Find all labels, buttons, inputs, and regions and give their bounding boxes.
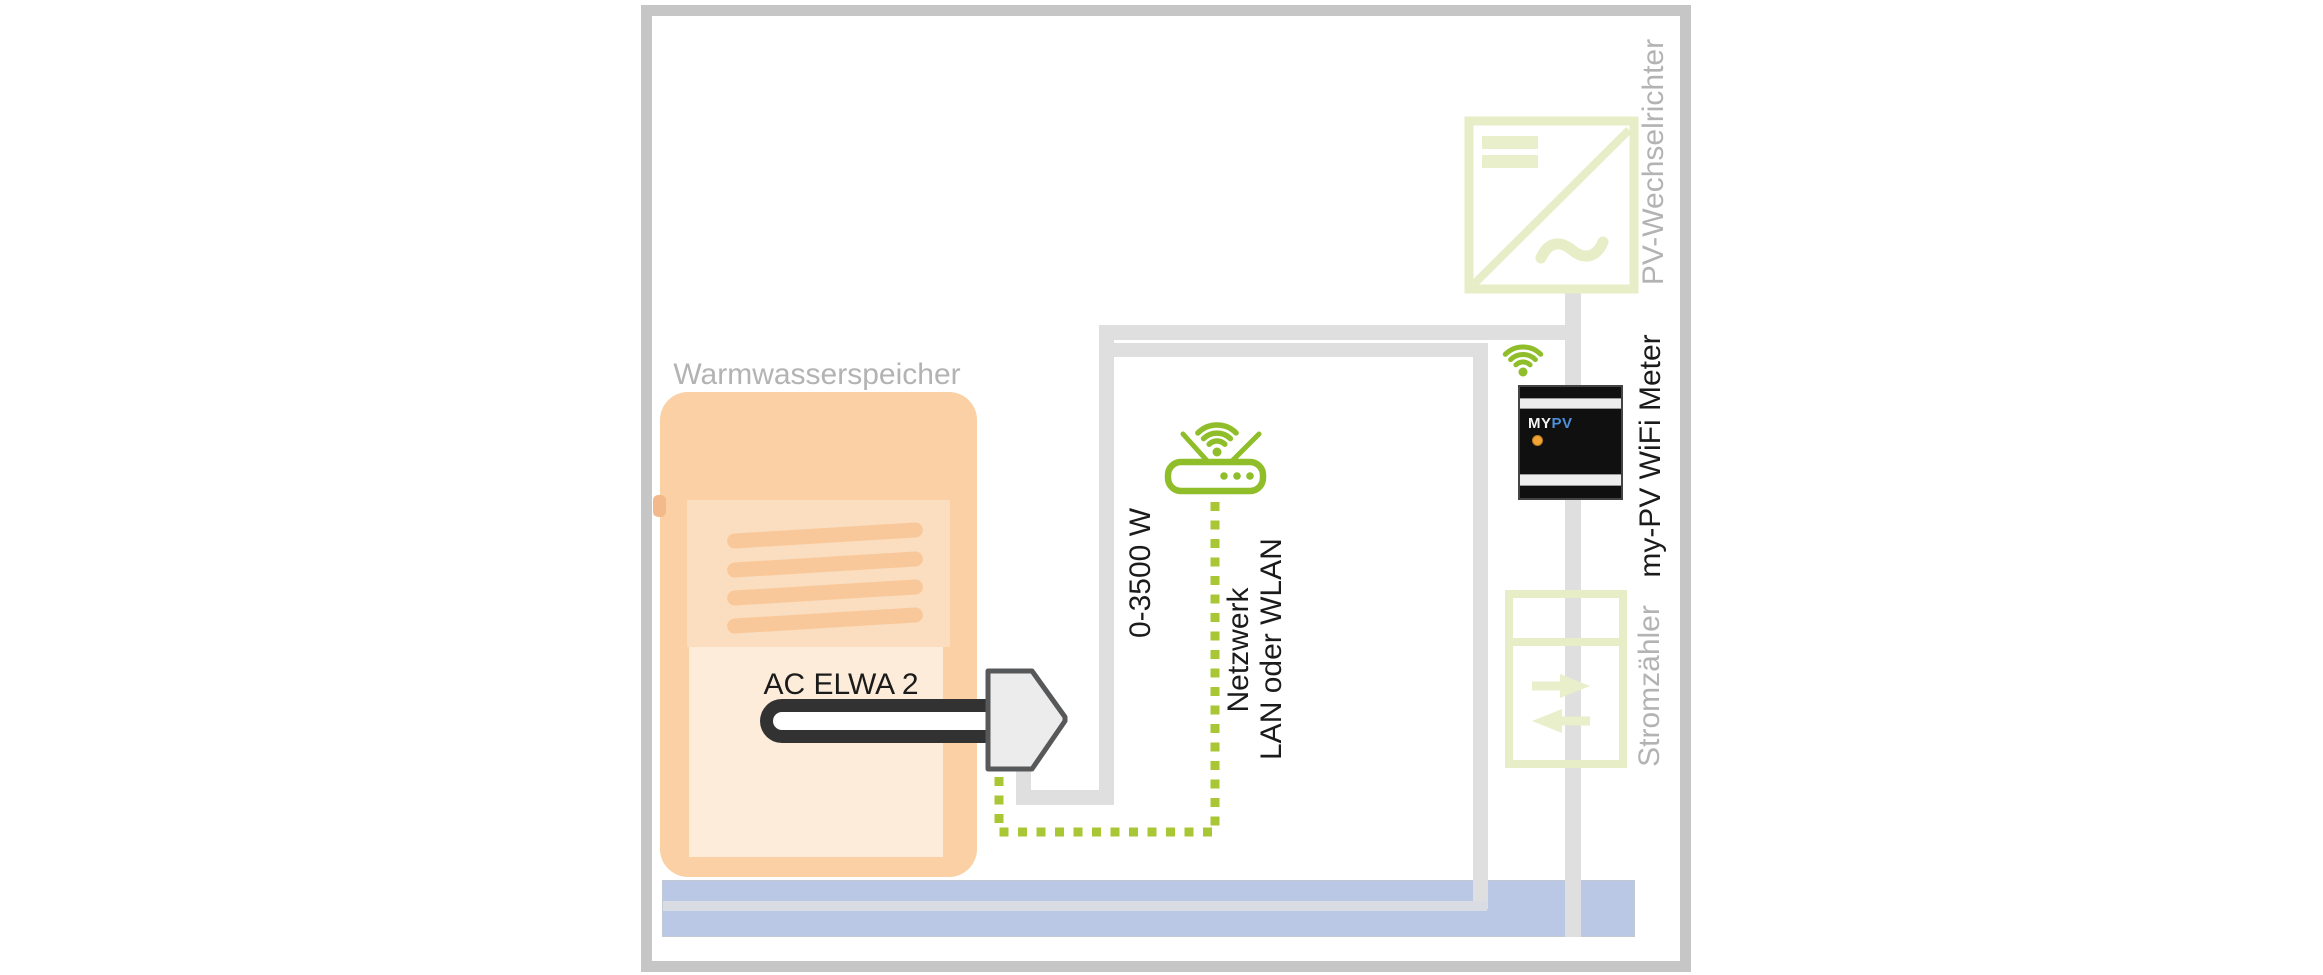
router-icon bbox=[1164, 422, 1267, 495]
heating-element-label: AC ELWA 2 bbox=[763, 668, 919, 701]
wifi-meter-device: MYPV bbox=[1518, 385, 1623, 500]
grid-meter-icon bbox=[1505, 590, 1627, 768]
network-dotted-line bbox=[994, 502, 1220, 837]
device-top-clip bbox=[1520, 398, 1621, 409]
tank-lower-panel bbox=[689, 647, 943, 857]
grid-meter-label: Stromzähler bbox=[1633, 605, 1666, 767]
power-line-riser bbox=[1099, 325, 1114, 805]
heating-element-arrow bbox=[985, 668, 1068, 772]
network-label-line2: LAN oder WLAN bbox=[1255, 538, 1288, 760]
tank-label: Warmwasserspeicher bbox=[673, 358, 961, 391]
device-bottom-clip bbox=[1520, 474, 1621, 486]
network-label: Netzwerk LAN oder WLAN bbox=[1222, 538, 1288, 760]
power-range-label: 0-3500 W bbox=[1124, 507, 1157, 639]
tank-connection-stub bbox=[653, 495, 666, 517]
device-face: MYPV bbox=[1520, 409, 1621, 474]
power-line-branch-run bbox=[1114, 343, 1487, 357]
wifi-icon bbox=[1502, 344, 1544, 377]
power-line-branch-drop bbox=[1473, 343, 1488, 909]
device-bottom-rail bbox=[1520, 486, 1621, 498]
power-line-top-run bbox=[1099, 325, 1581, 340]
inverter-icon bbox=[1464, 116, 1639, 294]
grid-bus-bar-wire bbox=[663, 901, 1487, 911]
network-label-line1: Netzwerk bbox=[1222, 587, 1255, 713]
device-top-rail bbox=[1520, 387, 1621, 398]
inverter-label: PV-Wechselrichter bbox=[1637, 38, 1670, 286]
mypv-logo: MYPV bbox=[1528, 415, 1573, 432]
power-line-bottom-run bbox=[1016, 790, 1114, 805]
status-led bbox=[1532, 435, 1543, 446]
heating-element bbox=[760, 699, 993, 743]
wifi-meter-label: my-PV WiFi Meter bbox=[1634, 334, 1667, 578]
